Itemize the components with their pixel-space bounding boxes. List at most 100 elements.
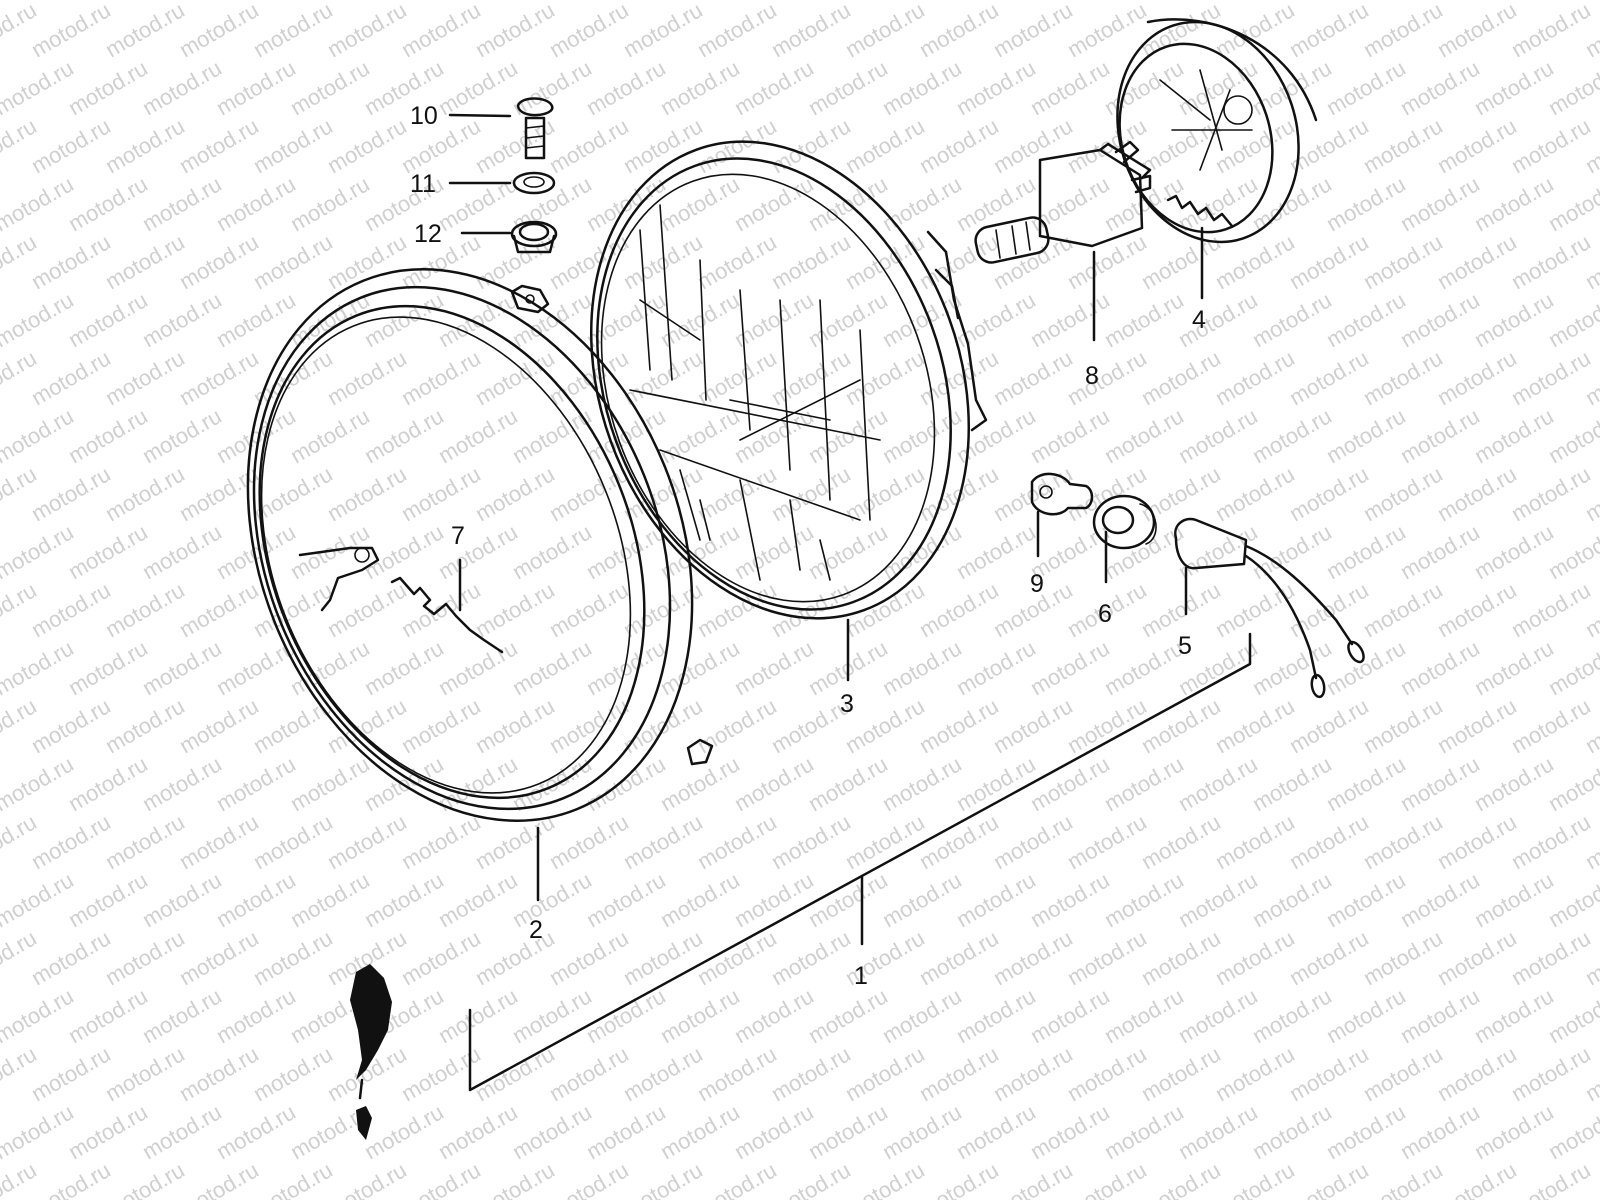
watermark-text: motod.ru [1063, 809, 1151, 874]
watermark-text: motod.ru [64, 635, 152, 700]
watermark-text: motod.ru [471, 0, 559, 62]
watermark-text: motod.ru [1396, 403, 1484, 468]
watermark-text: motod.ru [619, 925, 707, 990]
watermark-text: motod.ru [249, 809, 337, 874]
watermark-text: motod.ru [1322, 867, 1410, 932]
watermark-text: motod.ru [1285, 693, 1373, 758]
watermark-text: motod.ru [1211, 693, 1299, 758]
watermark-text: motod.ru [212, 1099, 300, 1164]
watermark-text: motod.ru [1433, 229, 1521, 294]
watermark-text: motod.ru [545, 925, 633, 990]
watermark-text: motod.ru [360, 0, 448, 4]
watermark-text: motod.ru [249, 0, 337, 62]
watermark-text: motod.ru [1359, 693, 1447, 758]
watermark-text: motod.ru [249, 693, 337, 758]
watermark-text: motod.ru [27, 577, 115, 642]
watermark-text: motod.ru [286, 635, 374, 700]
watermark-text: motod.ru [804, 55, 892, 120]
watermark-text: motod.ru [1137, 345, 1225, 410]
watermark-text: motod.ru [878, 867, 966, 932]
watermark-text: motod.ru [989, 809, 1077, 874]
watermark-text: motod.ru [27, 113, 115, 178]
watermark-text: motod.ru [693, 693, 781, 758]
watermark-text: motod.ru [1100, 0, 1188, 4]
watermark-text: motod.ru [1174, 1099, 1262, 1164]
watermark-text: motod.ru [27, 809, 115, 874]
watermark-text: motod.ru [656, 1099, 744, 1164]
watermark-text: motod.ru [101, 809, 189, 874]
watermark-text: motod.ru [1322, 0, 1410, 4]
watermark-text: motod.ru [397, 693, 485, 758]
watermark-text: motod.ru [656, 983, 744, 1048]
watermark-text: motod.ru [138, 403, 226, 468]
watermark-text: motod.ru [175, 113, 263, 178]
watermark-text: motod.ru [1470, 983, 1558, 1048]
watermark-text: motod.ru [397, 809, 485, 874]
watermark-text: motod.ru [1470, 635, 1558, 700]
watermark-text: motod.ru [286, 0, 374, 4]
watermark-text: motod.ru [1248, 1099, 1336, 1164]
watermark-text: motod.ru [989, 0, 1077, 62]
watermark-text: motod.ru [1470, 403, 1558, 468]
watermark-text: motod.ru [249, 229, 337, 294]
watermark-text: motod.ru [101, 229, 189, 294]
watermark-text: motod.ru [1063, 925, 1151, 990]
watermark-text: motod.ru [1026, 867, 1114, 932]
watermark-text: motod.ru [693, 925, 781, 990]
watermark-text: motod.ru [1248, 403, 1336, 468]
watermark-text: motod.ru [1544, 287, 1600, 352]
watermark-text: motod.ru [582, 1099, 670, 1164]
watermark-text: motod.ru [767, 0, 855, 62]
watermark-text: motod.ru [1433, 577, 1521, 642]
watermark-text: motod.ru [952, 55, 1040, 120]
watermark-text: motod.ru [1470, 519, 1558, 584]
watermark-text: motod.ru [1137, 809, 1225, 874]
watermark-text: motod.ru [878, 635, 966, 700]
part-connector [350, 964, 392, 1140]
watermark-text: motod.ru [1174, 0, 1262, 4]
watermark-text: motod.ru [1507, 925, 1595, 990]
callout-7: 7 [451, 522, 465, 550]
watermark-text: motod.ru [1507, 229, 1595, 294]
watermark-text: motod.ru [1100, 1099, 1188, 1164]
watermark-text: motod.ru [101, 0, 189, 62]
callout-labels: 10 11 12 7 2 3 8 4 9 6 5 1 [410, 102, 1206, 990]
callout-6: 6 [1098, 600, 1112, 628]
watermark-text: motod.ru [1100, 403, 1188, 468]
watermark-text: motod.ru [841, 345, 929, 410]
watermark-text: motod.ru [1507, 693, 1595, 758]
watermark-text: motod.ru [1359, 461, 1447, 526]
watermark-text: motod.ru [582, 287, 670, 352]
watermark-text: motod.ru [1396, 171, 1484, 236]
watermark-text: motod.ru [730, 983, 818, 1048]
watermark-text: motod.ru [619, 809, 707, 874]
watermark-text: motod.ru [175, 229, 263, 294]
watermark-text: motod.ru [767, 925, 855, 990]
watermark-text: motod.ru [27, 461, 115, 526]
watermark-text: motod.ru [434, 983, 522, 1048]
watermark-text: motod.ru [1507, 0, 1595, 62]
watermark-text: motod.ru [1544, 983, 1600, 1048]
watermark-text: motod.ru [434, 635, 522, 700]
watermark-text: motod.ru [1359, 345, 1447, 410]
watermark-text: motod.ru [693, 809, 781, 874]
watermark-text: motod.ru [1248, 171, 1336, 236]
watermark-text: motod.ru [508, 867, 596, 932]
watermark-text: motod.ru [1396, 867, 1484, 932]
watermark-text: motod.ru [1174, 751, 1262, 816]
watermark-text: motod.ru [804, 983, 892, 1048]
watermark-text: motod.ru [0, 983, 78, 1048]
watermark-text: motod.ru [101, 577, 189, 642]
watermark-text: motod.ru [1211, 113, 1299, 178]
watermark-text: motod.ru [249, 925, 337, 990]
watermark-text: motod.ru [1322, 287, 1410, 352]
watermark-text: motod.ru [582, 55, 670, 120]
watermark-text: motod.ru [878, 171, 966, 236]
watermark-text: motod.ru [471, 461, 559, 526]
watermark-text: motod.ru [767, 809, 855, 874]
watermark-text: motod.ru [1359, 925, 1447, 990]
watermark-text: motod.ru [878, 403, 966, 468]
watermark-text: motod.ru [989, 345, 1077, 410]
